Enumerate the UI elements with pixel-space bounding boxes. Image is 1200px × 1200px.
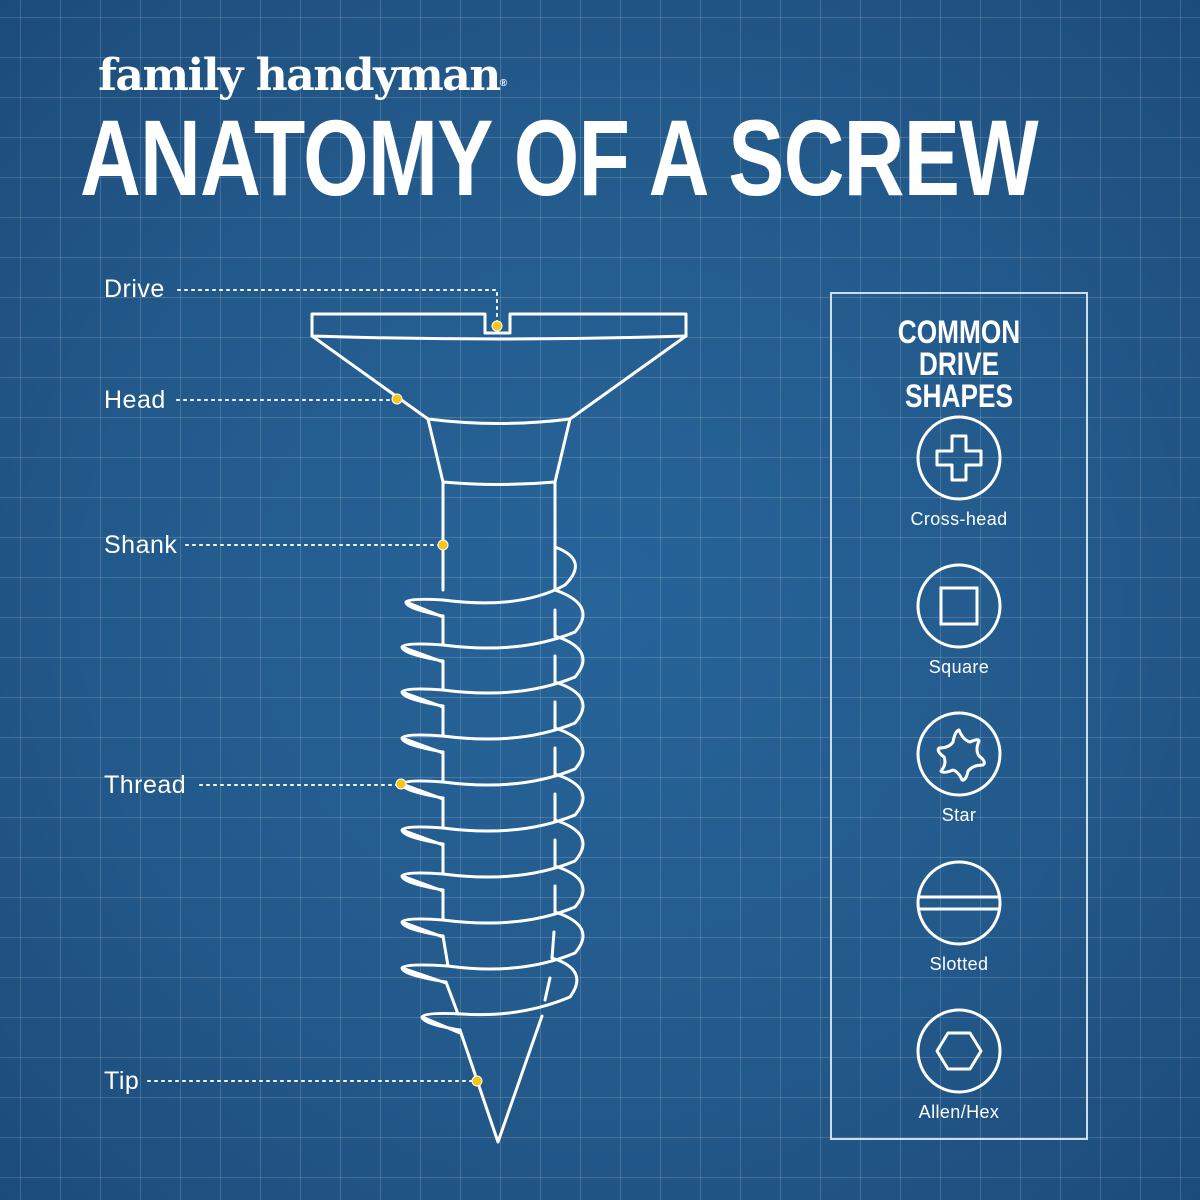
brand-logo: family handyman® [98,50,507,110]
drive-label: Square [928,657,990,677]
square-icon [916,563,1002,649]
label-head: Head [104,386,166,414]
registered-mark: ® [499,78,507,89]
drive-shapes-panel: COMMON DRIVE SHAPES Cross-head Square St… [830,292,1088,1140]
hex-icon [916,1008,1002,1094]
drive-item-square: Square [832,562,1086,678]
label-shank: Shank [104,531,178,559]
label-thread: Thread [104,771,187,799]
drive-label: Cross-head [910,509,1008,529]
head-dot [391,393,403,405]
drive-item-slotted: Slotted [832,859,1086,975]
tip-dot [471,1075,483,1087]
page-title: ANATOMY OF A SCREW [80,97,1039,218]
drive-leader [177,289,498,327]
panel-title-line2: SHAPES [905,378,1013,414]
label-tip: Tip [104,1067,140,1095]
label-drive: Drive [104,275,165,303]
thread-dot [395,778,407,790]
slot-icon [916,860,1002,946]
drive-item-allen-hex: Allen/Hex [832,1007,1086,1123]
drive-item-star: Star [832,710,1086,826]
drive-label: Star [941,805,977,825]
panel-title-line1: COMMON DRIVE [897,314,1021,382]
drive-label: Slotted [929,954,989,974]
drive-item-cross-head: Cross-head [832,414,1086,530]
screw-head-cone [310,334,688,421]
screw-tip [458,1014,544,1144]
star-icon [916,711,1002,797]
drive-dot [491,320,503,332]
panel-title: COMMON DRIVE SHAPES [855,316,1063,412]
cross-icon [916,415,1002,501]
screw-shank [441,480,557,592]
drive-label: Allen/Hex [918,1102,1000,1122]
shank-dot [437,539,449,551]
brand-name: family handyman [98,50,501,101]
screw-head-top [310,312,688,341]
screw-threads [400,545,585,1035]
